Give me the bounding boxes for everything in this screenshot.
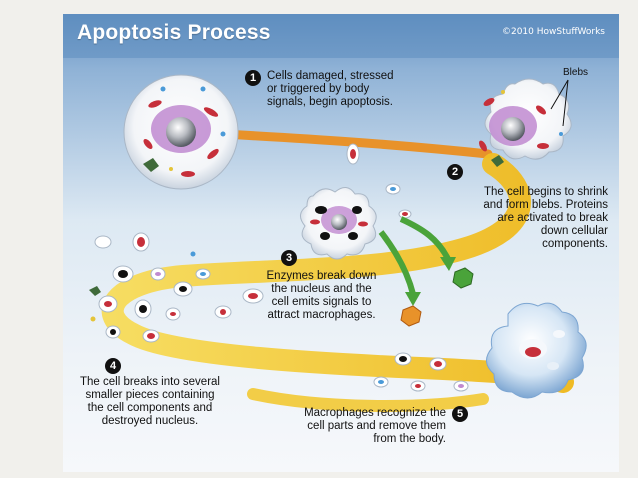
engulfed-fragments [373,352,469,392]
blebs-pointer [550,79,569,127]
credit-text: ©2010 HowStuffWorks [501,27,605,37]
step-5-text: Macrophages recognize the cell parts and… [304,407,446,445]
signal-arrow-left-head [405,292,421,306]
step-3-badge: 3 [281,250,297,266]
step-1-badge: 1 [245,70,261,86]
apoptotic-body-icon [89,232,264,343]
step-3-text: Enzymes break down the nucleus and the c… [266,270,377,321]
step-2-text: The cell begins to shrink and form blebs… [483,186,608,250]
diagram-title: Apoptosis Process [77,21,271,44]
shrinking-cell-icon [479,78,572,167]
macrophage-icon [486,302,587,399]
signal-arrow-left [378,230,416,295]
step-4-text: The cell breaks into several smaller pie… [80,376,220,427]
step-4-badge: 4 [105,358,121,374]
signal-molecule-icon [400,267,474,327]
slide-frame: Apoptosis Process ©2010 HowStuffWorks Bl… [63,14,619,472]
step-2-badge: 2 [447,164,463,180]
header-band [63,14,619,58]
fragmenting-cell-icon [300,143,412,260]
apoptosis-diagram [63,14,619,472]
blebs-label: Blebs [563,67,589,78]
process-path-orange [218,129,493,159]
step-1-text: Cells damaged, stressed or triggered by … [267,70,394,108]
healthy-cell-icon [123,74,239,190]
step-5-badge: 5 [452,406,468,422]
signal-arrow-right [399,216,451,261]
signal-arrow-right-head [440,257,456,271]
process-path-yellow-lower [247,388,489,412]
